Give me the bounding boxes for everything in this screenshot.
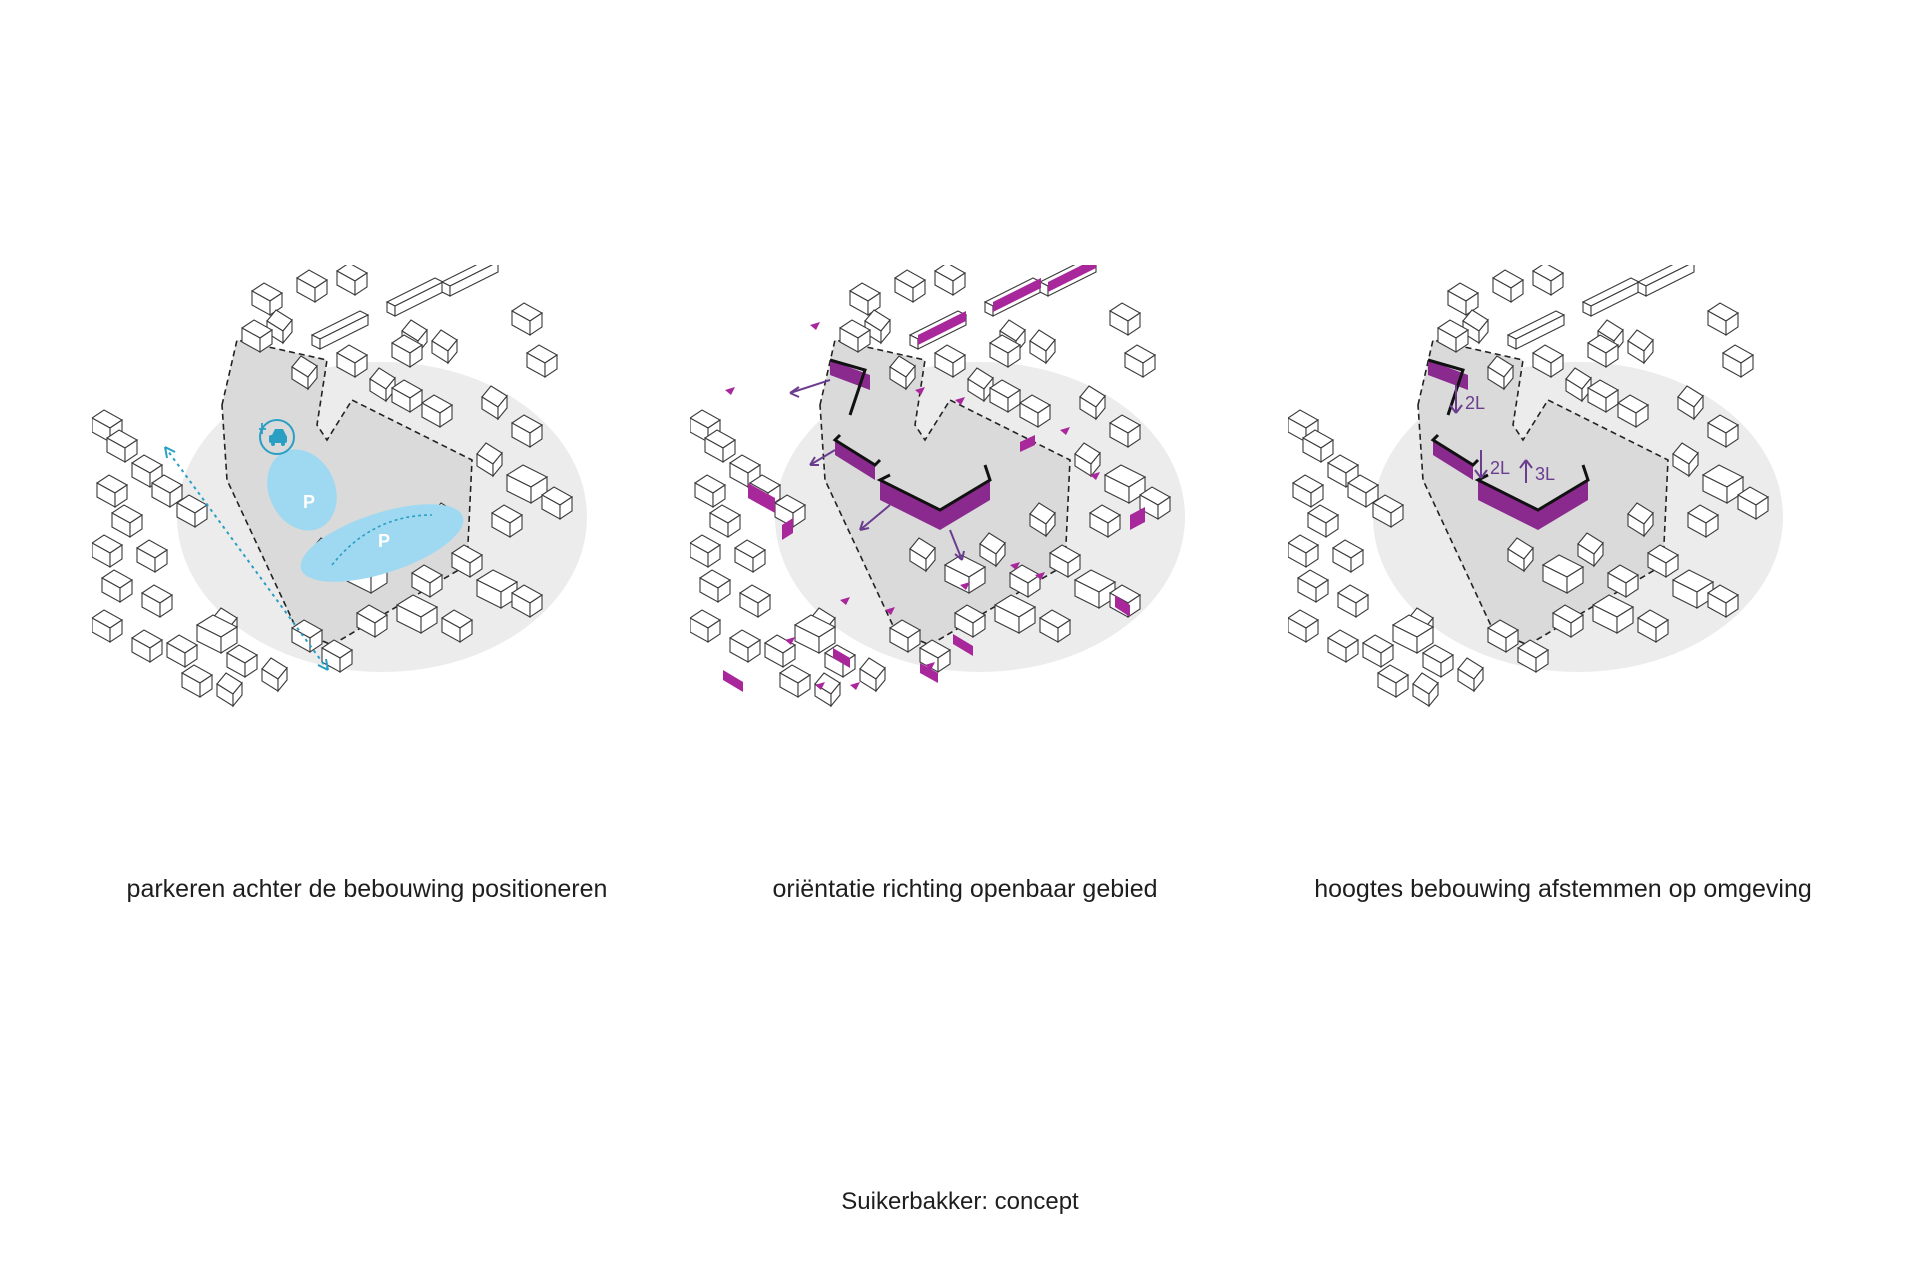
height-label-3: 3L xyxy=(1535,464,1555,484)
parking-label-1: P xyxy=(303,492,315,512)
height-label-2: 2L xyxy=(1490,458,1510,478)
heights-diagram: 2L 2L 3L xyxy=(1288,265,1838,810)
ev-charging-car-icon xyxy=(259,419,295,455)
new-building-south xyxy=(1474,464,1590,530)
caption-heights: hoogtes bebouwing afstemmen op omgeving xyxy=(1314,875,1812,903)
parking-area-1 xyxy=(267,449,337,531)
route-arrow-parking xyxy=(331,514,433,566)
public-facades xyxy=(723,265,1145,692)
site-outline xyxy=(221,339,473,646)
site-outline xyxy=(819,339,1071,646)
orientation-markers xyxy=(725,322,1100,690)
new-building-south xyxy=(876,464,992,530)
site-outline xyxy=(1417,339,1669,646)
orientation-diagram xyxy=(690,265,1240,810)
height-label-1: 2L xyxy=(1465,393,1485,413)
footer-title: Suikerbakker: concept xyxy=(841,1188,1079,1215)
parking-diagram: P P xyxy=(92,265,642,810)
parking-area-2 xyxy=(300,504,464,582)
orientation-arrows xyxy=(789,379,965,561)
heights-map: 2L 2L 3L xyxy=(1288,265,1783,810)
new-building-middle xyxy=(832,433,882,480)
orientation-map xyxy=(690,265,1185,810)
new-building-north xyxy=(1427,358,1468,416)
caption-orientation: oriëntatie richting openbaar gebied xyxy=(772,875,1158,903)
new-building-north xyxy=(829,358,870,416)
parking-map: P P xyxy=(92,265,587,810)
parking-label-2: P xyxy=(378,531,390,551)
height-arrows xyxy=(1449,385,1533,483)
caption-parking: parkeren achter de bebouwing positionere… xyxy=(126,875,608,903)
new-building-middle xyxy=(1430,433,1480,480)
